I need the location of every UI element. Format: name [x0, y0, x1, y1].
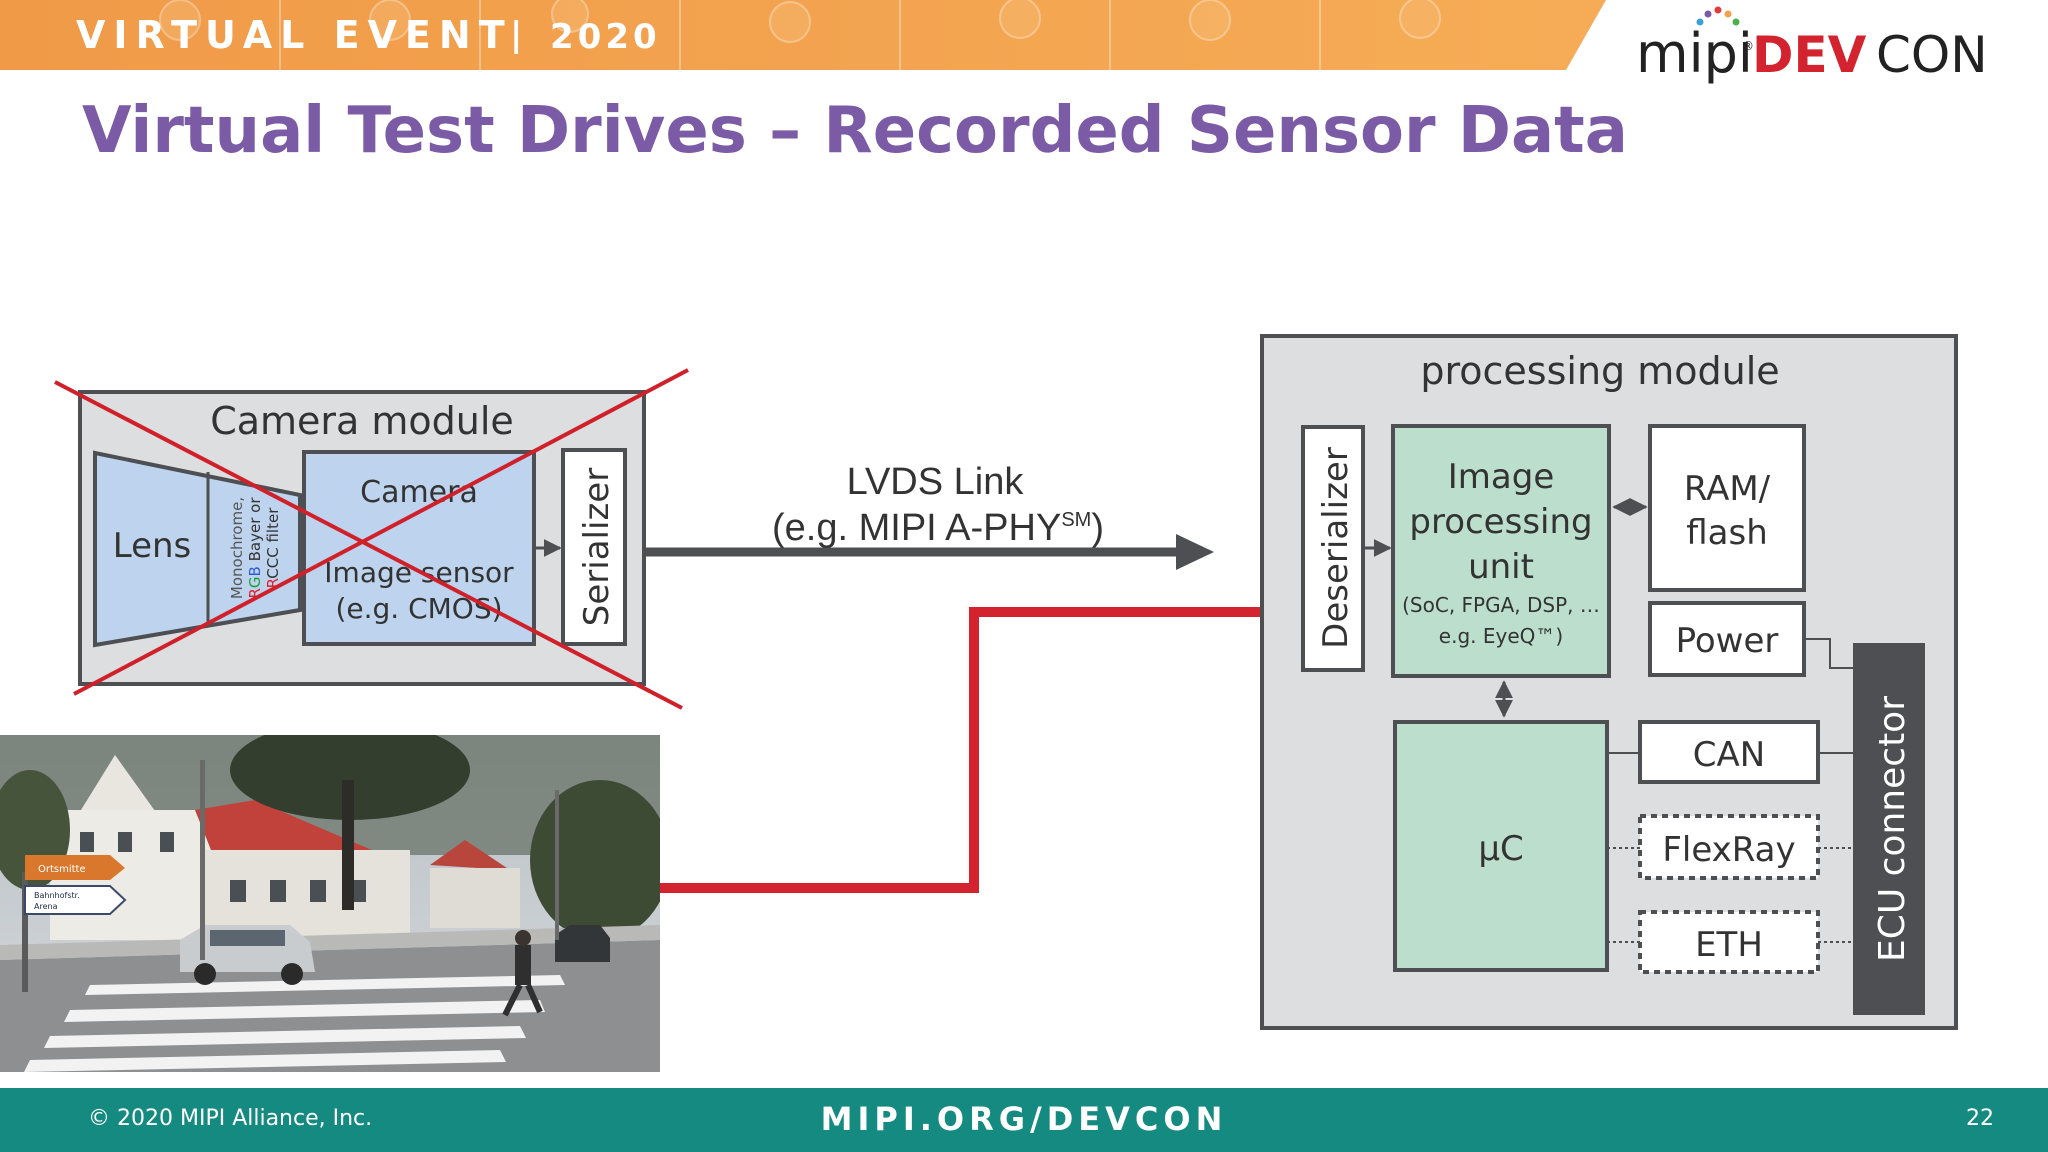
lvds-link: LVDS Link (e.g. MIPI A-PHYSM)	[644, 461, 1214, 570]
ipu-label-5: e.g. EyeQ™)	[1439, 624, 1563, 648]
processing-module-title: processing module	[1420, 349, 1779, 393]
red-path-line	[660, 607, 1268, 893]
banner-year: 2020	[550, 17, 661, 57]
ram-label-1: RAM/	[1684, 469, 1771, 509]
footer-bar	[0, 1088, 2048, 1152]
recorded-data-path	[660, 590, 1302, 893]
lens-label: Lens	[113, 526, 192, 566]
banner-separator: |	[510, 15, 522, 55]
svg-text:RGB Bayer or: RGB Bayer or	[246, 497, 264, 599]
flexray-label: FlexRay	[1662, 830, 1795, 870]
power-connector-line	[1804, 638, 1853, 669]
logo-mipi: mipi	[1636, 22, 1753, 85]
ram-label-2: flash	[1686, 513, 1768, 553]
processing-module: processing module Deserializer Image pro…	[1260, 334, 1958, 1030]
logo-dev: DEV	[1752, 26, 1867, 84]
uc-label: µC	[1478, 829, 1523, 869]
page-title: Virtual Test Drives – Recorded Sensor Da…	[82, 94, 1628, 168]
link-label-2: (e.g. MIPI A-PHYSM)	[772, 507, 1104, 549]
copyright-text: © 2020 MIPI Alliance, Inc.	[88, 1106, 372, 1131]
ipu-label-1: Image	[1448, 457, 1554, 497]
filter-label: Monochrome, RGB Bayer or RCCC filter	[228, 497, 282, 599]
svg-text:RCCC filter: RCCC filter	[264, 507, 282, 589]
power-label: Power	[1676, 621, 1779, 661]
svg-text:Monochrome,: Monochrome,	[228, 497, 246, 599]
serializer-label: Serializer	[577, 468, 617, 626]
eth-label: ETH	[1695, 925, 1763, 965]
can-label: CAN	[1693, 735, 1765, 775]
banner-title: VIRTUAL EVENT	[76, 13, 513, 57]
ipu-label-2: processing	[1409, 502, 1592, 542]
page-number: 22	[1966, 1106, 1994, 1131]
serializer-block	[561, 448, 627, 646]
camera-module-title: Camera module	[210, 399, 514, 443]
logo-con: CON	[1876, 26, 1988, 84]
ipu-label-4: (SoC, FPGA, DSP, …	[1402, 593, 1600, 617]
microcontroller-block	[1393, 720, 1609, 972]
ecu-connector-block	[1853, 643, 1925, 1015]
sensor-label-2: (e.g. CMOS)	[335, 592, 502, 625]
footer: © 2020 MIPI Alliance, Inc. MIPI.ORG/DEVC…	[0, 1088, 2048, 1152]
header-banner: VIRTUAL EVENT | 2020	[0, 0, 1606, 70]
power-block	[1648, 601, 1806, 677]
mipi-devcon-logo: mipi ® DEV CON	[1636, 6, 1988, 85]
camera-module: Camera module Lens Monochrome, RGB Bayer…	[54, 368, 689, 710]
eth-block	[1638, 910, 1820, 974]
cross-out-mark	[54, 368, 689, 710]
ecu-connector-label: ECU connector	[1872, 696, 1913, 962]
deserializer-label: Deserializer	[1316, 447, 1356, 649]
logo-registered: ®	[1742, 39, 1754, 53]
photo-sign-1: Ortsmitte	[38, 864, 86, 875]
ram-flash-block	[1648, 424, 1806, 592]
image-processing-unit-block	[1391, 424, 1611, 678]
street-photo: Ortsmitte Bahnhofstr. Arena	[0, 735, 660, 1072]
photo-sign-3: Arena	[34, 902, 58, 911]
lvds-arrow-head	[1176, 534, 1214, 570]
photo-sign-2: Bahnhofstr.	[34, 891, 80, 900]
link-label-1: LVDS Link	[847, 461, 1025, 503]
lens-block	[93, 450, 302, 648]
ipu-label-3: unit	[1468, 547, 1534, 587]
camera-label: Camera	[360, 475, 478, 510]
footer-url: MIPI.ORG/DEVCON	[821, 1100, 1228, 1138]
logo-dots-icon	[1696, 6, 1740, 26]
